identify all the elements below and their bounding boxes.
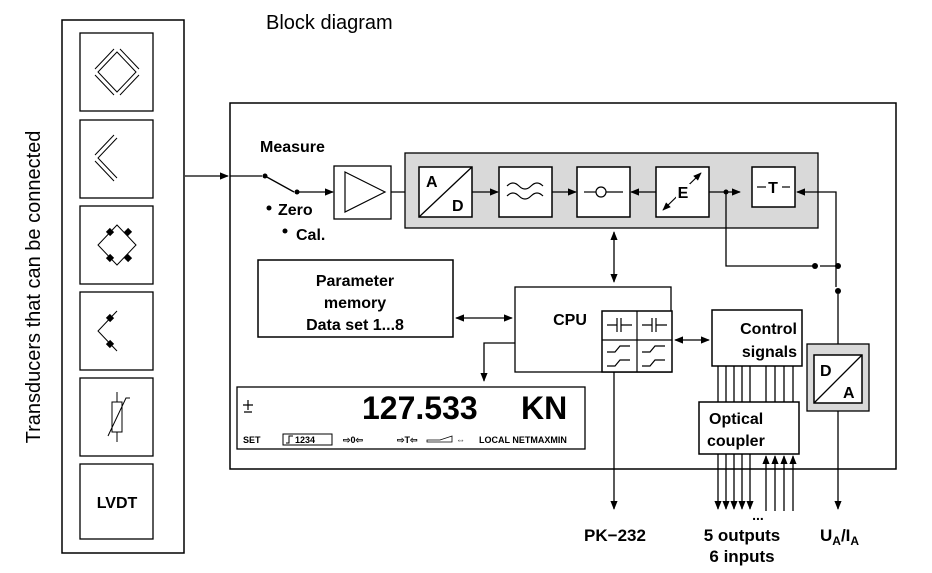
parameter-memory-block: Parameter memory Data set 1...8 [257, 259, 454, 338]
display-sets: 1234 [295, 435, 315, 445]
scaling-block: E [655, 166, 710, 218]
svg-text:Control: Control [740, 321, 797, 338]
display-value: 127.533 [362, 390, 478, 426]
analog-output-label: UA/IA [820, 526, 859, 548]
display-zero-icon: ⇨0⇦ [343, 435, 364, 445]
tare-block: T [751, 166, 796, 208]
svg-text:E: E [678, 185, 689, 202]
pk232-label: PK−232 [584, 526, 646, 545]
balance-icon [243, 400, 253, 413]
side-label: Transducers that can be connected [23, 131, 45, 444]
measure-label: Measure [260, 139, 325, 156]
svg-text:Parameter: Parameter [316, 273, 394, 290]
zero-adjust-block [576, 166, 631, 218]
io-dots: ... [752, 507, 764, 523]
switch-lever [264, 175, 295, 193]
io-lines [717, 366, 794, 402]
transducer-panel [61, 19, 185, 554]
svg-text:memory: memory [324, 295, 386, 312]
svg-text:A: A [843, 385, 855, 402]
svg-text:Optical: Optical [709, 411, 763, 428]
cpu-label: CPU [553, 312, 587, 329]
output-arrows [714, 454, 754, 510]
instrument-box [229, 102, 897, 470]
full-bridge-thick-transducer [79, 205, 154, 285]
half-bridge-thick-transducer [79, 291, 154, 371]
svg-text:T: T [768, 180, 778, 197]
input-arrows [762, 455, 797, 511]
half-bridge-transducer [79, 119, 154, 199]
display-remote-icon: ⇔ [456, 435, 465, 445]
cpu-block: CPU [514, 286, 673, 373]
inputs-label: 6 inputs [709, 547, 774, 566]
da-converter-block: D A [806, 343, 870, 412]
svg-text:coupler: coupler [707, 433, 765, 450]
front-panel-display: 127.533 KN SET 1234 ⇨0⇦ ⇨T⇦ ⇔ LOCAL NETM… [236, 386, 586, 450]
amplifier-block [333, 165, 392, 220]
display-tare-icon: ⇨T⇦ [397, 435, 418, 445]
display-ramp-icon [426, 435, 453, 443]
cal-label: Cal. [296, 227, 325, 244]
diagram-title: Block diagram [266, 12, 393, 34]
svg-text:A: A [426, 174, 438, 191]
filter-block [498, 166, 553, 218]
display-status: LOCAL NETMAXMIN [479, 435, 567, 445]
optical-coupler-block: Optical coupler [698, 401, 800, 455]
display-set-label: SET [243, 435, 261, 445]
lvdt-transducer: LVDT [79, 463, 154, 540]
svg-text:Data set 1...8: Data set 1...8 [306, 317, 404, 334]
svg-text:D: D [452, 198, 464, 215]
lvdt-label: LVDT [97, 495, 138, 512]
outputs-label: 5 outputs [704, 526, 781, 545]
ad-converter-block: A D [418, 166, 473, 218]
svg-text:signals: signals [742, 344, 797, 361]
full-bridge-transducer [79, 32, 154, 112]
zero-label: Zero [278, 202, 313, 219]
display-unit: KN [521, 390, 567, 426]
potentiometer-transducer [79, 377, 154, 457]
svg-text:D: D [820, 363, 832, 380]
control-signals-block: Control signals [711, 309, 803, 367]
